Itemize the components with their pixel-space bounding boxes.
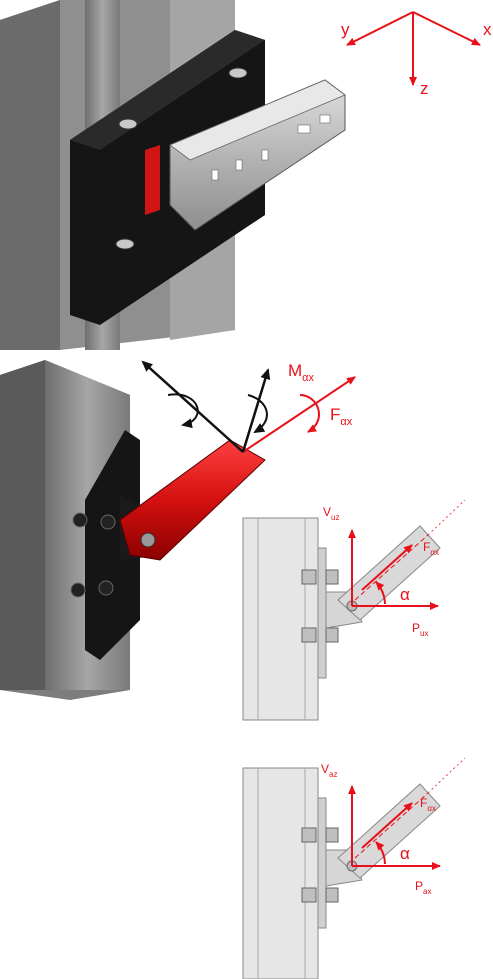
bolt-group: [70, 512, 116, 598]
normal-axis-arrow: [141, 360, 244, 453]
column-flange-left: [0, 360, 45, 690]
slot: [319, 114, 331, 124]
tension-bar: [337, 525, 441, 621]
tension-bar-top: [169, 79, 346, 161]
rotation-arrow-left: [167, 393, 199, 429]
rotation-arrow-right: [247, 394, 268, 434]
slot: [297, 124, 311, 134]
bolt: [70, 582, 86, 598]
bolt: [98, 580, 114, 596]
axial-force-arrow: [361, 802, 413, 849]
angle-arc: [375, 841, 386, 865]
vertical-axis-arrow: [241, 368, 271, 453]
vertical-force-label: Vaz: [321, 762, 337, 779]
horizontal-force-label: Pux: [412, 621, 428, 638]
end-plate: [70, 30, 265, 325]
bar-axis: [354, 534, 429, 601]
bolt: [325, 827, 339, 843]
end-plate: [317, 797, 327, 929]
bar-axis: [354, 792, 429, 859]
slot: [211, 169, 219, 181]
column-section: [242, 517, 319, 721]
end-plate: [85, 430, 140, 660]
bolt: [325, 887, 339, 903]
bolt: [100, 514, 116, 530]
bolt: [118, 118, 138, 130]
force-label: Fαx: [330, 405, 353, 428]
bolt: [325, 627, 339, 643]
bar-axis-extension: [427, 499, 466, 536]
z-axis-label: z: [420, 79, 429, 98]
pin: [140, 532, 156, 548]
bolt: [115, 238, 135, 250]
tension-bar-highlighted: [119, 439, 266, 561]
angle-label: α: [400, 585, 410, 604]
bolt: [301, 887, 317, 903]
bolt: [72, 512, 88, 528]
moment-label: Mαx: [288, 361, 315, 384]
bolt: [301, 569, 317, 585]
slot: [261, 149, 269, 161]
y-axis-arrow: [346, 11, 414, 46]
panel-4-side-view: Vaz Fαx α Pax: [242, 757, 466, 979]
bolt-group: [301, 569, 339, 643]
moment-arrow: [299, 394, 320, 433]
axial-force-label: Fαx: [420, 796, 436, 813]
column-flange-left: [0, 0, 60, 350]
coordinate-axes: y x z: [341, 11, 492, 98]
bar-slots: [211, 114, 331, 181]
bolt-group: [301, 827, 339, 903]
vertical-force-label: Vuz: [323, 505, 339, 522]
panel-3-side-view: Vuz Fαx α Pux: [242, 499, 466, 721]
x-axis-label: x: [483, 20, 492, 39]
angle-arc: [375, 581, 386, 605]
column-section: [242, 767, 319, 979]
bolt: [228, 67, 248, 79]
axial-force-arrow: [242, 376, 356, 453]
end-plate: [317, 547, 327, 679]
bolt: [325, 569, 339, 585]
axial-force-arrow: [361, 544, 413, 591]
panel-2-force-view: Mαx Fαx: [0, 360, 356, 700]
angle-label: α: [400, 844, 410, 863]
slot: [235, 159, 243, 171]
bolt: [301, 827, 317, 843]
y-axis-label: y: [341, 20, 350, 39]
bar-axis-extension: [427, 757, 466, 794]
horizontal-force-label: Pax: [415, 879, 431, 896]
x-axis-arrow: [412, 11, 481, 46]
end-plate-top-edge: [70, 30, 265, 150]
axial-force-label: Fαx: [423, 540, 439, 557]
bolt: [301, 627, 317, 643]
gusset-edge: [145, 145, 160, 215]
panel-1-isometric-view: [0, 0, 346, 350]
